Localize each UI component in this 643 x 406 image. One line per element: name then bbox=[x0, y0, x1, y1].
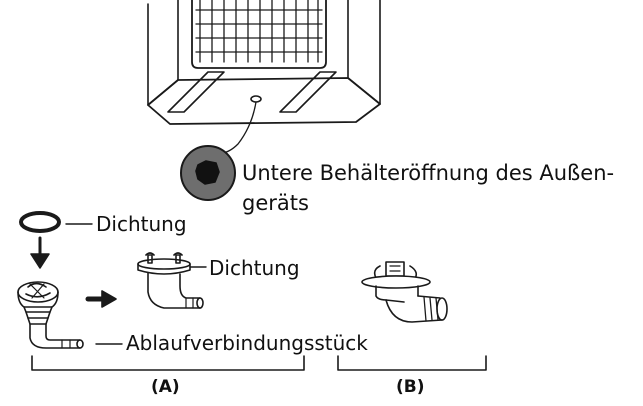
opening-label-line1: Untere Behälteröffnung des Außen- bbox=[242, 161, 615, 185]
left-foot bbox=[167, 71, 225, 113]
connector-assembled bbox=[137, 252, 207, 309]
right-arrow-icon bbox=[85, 290, 117, 308]
opening-label-line2: geräts bbox=[242, 191, 309, 215]
right-foot bbox=[279, 71, 337, 113]
seal-label: Dichtung bbox=[96, 212, 187, 236]
seal-fitted-label: Dichtung bbox=[209, 256, 300, 280]
variant-a-caption: (A) bbox=[151, 377, 180, 397]
drain-connector-label: Ablaufverbindungsstück bbox=[126, 331, 368, 355]
connector-exploded bbox=[17, 281, 84, 349]
seal-ring bbox=[19, 211, 93, 233]
bracket-a bbox=[31, 355, 305, 371]
unit-grille bbox=[191, 0, 327, 69]
connector-variant-b bbox=[361, 261, 448, 323]
variant-b-caption: (B) bbox=[396, 377, 425, 397]
bracket-b bbox=[337, 355, 487, 371]
outdoor-unit bbox=[147, 0, 381, 154]
down-arrow-icon bbox=[30, 236, 50, 269]
tray-drain-hole bbox=[250, 95, 262, 103]
opening-detail bbox=[180, 145, 236, 201]
